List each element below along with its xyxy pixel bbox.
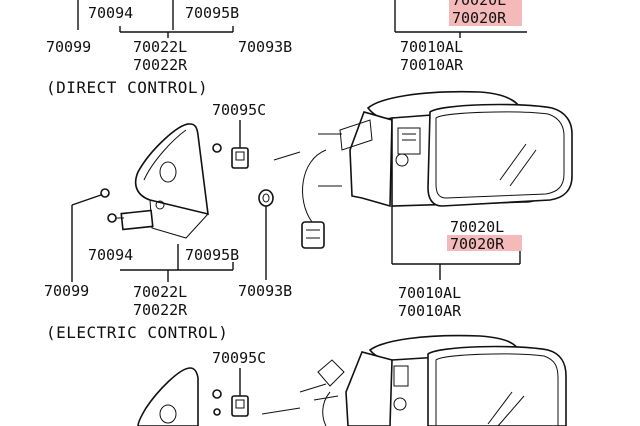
label-70099-direct: 70099 bbox=[44, 282, 89, 300]
label-70095c-electric: 70095C bbox=[212, 349, 266, 367]
highlight-70020r-direct bbox=[447, 235, 522, 251]
label-70093b-direct: 70093B bbox=[238, 282, 292, 300]
label-70020r-direct: 70020R bbox=[450, 235, 505, 253]
label-70095b-top: 70095B bbox=[185, 4, 239, 22]
screw-70094-part bbox=[107, 213, 124, 223]
cover-bracket-part bbox=[120, 123, 209, 239]
top-section: 70094 70095B 70099 70022L 70022R 70093B … bbox=[46, 0, 527, 74]
direct-control-section: (DIRECT CONTROL) bbox=[44, 78, 573, 320]
label-70010ar-direct: 70010AR bbox=[398, 302, 462, 320]
label-70020l-top: 70020L bbox=[452, 0, 506, 9]
label-70022l-direct: 70022L bbox=[133, 283, 187, 301]
label-70010al-top: 70010AL bbox=[400, 38, 463, 56]
label-70094-direct: 70094 bbox=[88, 246, 133, 264]
highlight-70020r-top bbox=[449, 11, 522, 26]
grommet-70093b-part bbox=[258, 189, 274, 280]
label-70094-top: 70094 bbox=[88, 4, 133, 22]
clip-70095c-part bbox=[231, 120, 249, 169]
label-70010al-direct: 70010AL bbox=[398, 284, 461, 302]
electric-control-section: (ELECTRIC CONTROL) 70095C bbox=[46, 323, 567, 426]
label-70099-top: 70099 bbox=[46, 38, 91, 56]
direct-control-heading: (DIRECT CONTROL) bbox=[46, 78, 208, 97]
mirror-assembly-part bbox=[273, 90, 573, 249]
nut-electric-part bbox=[212, 389, 222, 416]
highlight-70020l-top bbox=[449, 0, 522, 12]
electric-control-heading: (ELECTRIC CONTROL) bbox=[46, 323, 228, 342]
nut-70095b-part bbox=[177, 143, 222, 270]
screw-70099-part bbox=[71, 188, 110, 282]
label-70020r-top: 70020R bbox=[452, 9, 507, 27]
label-70095c-direct: 70095C bbox=[212, 101, 266, 119]
label-70022r-top: 70022R bbox=[133, 56, 188, 74]
label-70022l-top: 70022L bbox=[133, 38, 187, 56]
label-70095b-direct: 70095B bbox=[185, 246, 239, 264]
mirror-assembly-electric-part bbox=[261, 334, 567, 426]
clip-electric-part bbox=[231, 395, 249, 417]
cover-bracket-electric-part bbox=[137, 367, 199, 426]
label-70022r-direct: 70022R bbox=[133, 301, 188, 319]
label-70093b-top: 70093B bbox=[238, 38, 292, 56]
label-70010ar-top: 70010AR bbox=[400, 56, 464, 74]
label-70020l-direct: 70020L bbox=[450, 218, 504, 236]
